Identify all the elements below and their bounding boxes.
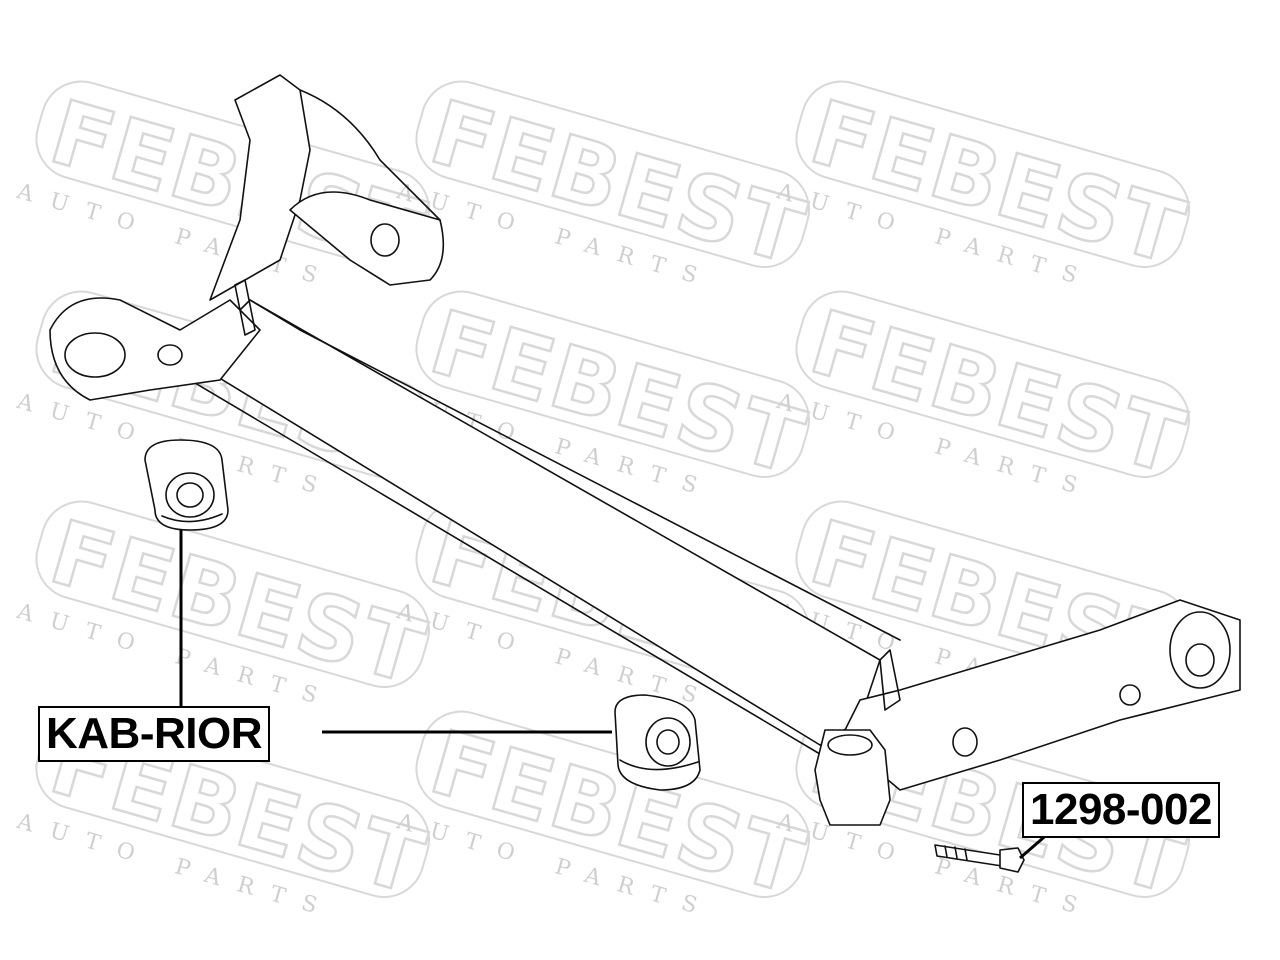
bolt-illustration bbox=[934, 844, 1025, 873]
bushing-illustration-1 bbox=[144, 439, 229, 531]
bushing-illustration-2 bbox=[614, 694, 701, 791]
rear-axle-beam bbox=[49, 74, 1241, 826]
part-number-label-1298-002: 1298-002 bbox=[1022, 782, 1220, 838]
part-number-label-kab-rior: KAB-RIOR bbox=[38, 706, 270, 762]
